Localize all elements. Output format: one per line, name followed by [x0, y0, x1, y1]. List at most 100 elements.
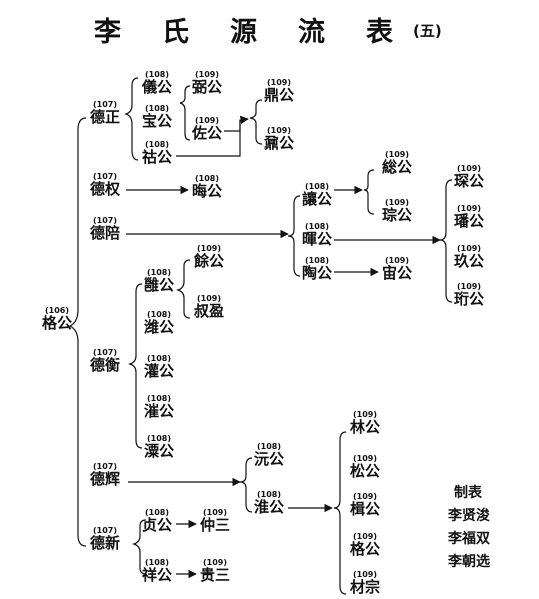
person-name: 格公 [350, 540, 381, 558]
person-name: 総公 [382, 158, 413, 176]
brace-rang-children [363, 169, 375, 215]
person-name: 餘公 [194, 252, 225, 270]
generation-label: (106) [45, 306, 70, 315]
generation-label: (109) [457, 164, 482, 173]
person-name: 淮公 [254, 498, 285, 516]
person-name: 宙公 [382, 264, 413, 282]
person-name: 祥公 [142, 566, 173, 584]
person-node: (108) 祜公 [142, 140, 172, 166]
person-node: (108) 祥公 [142, 558, 172, 584]
generation-label: (109) [457, 204, 482, 213]
person-node: (107) 德正 [90, 100, 120, 126]
generation-label: (108) [145, 104, 170, 113]
person-name: 德陪 [90, 224, 121, 242]
generation-label: (108) [145, 508, 170, 517]
person-name: 潥公 [144, 442, 175, 460]
generation-label: (109) [195, 70, 220, 79]
person-node: (109) 弼公 [192, 70, 222, 96]
person-name: 珩公 [454, 290, 485, 308]
person-node: (108) 雝公 [144, 268, 174, 294]
generation-label: (109) [203, 558, 228, 567]
person-name: 玖公 [454, 252, 485, 270]
person-node: (109) 鼐公 [264, 126, 294, 152]
person-name: 漼公 [144, 402, 175, 420]
brace-dexin-children [132, 519, 147, 575]
person-node: (108) 灌公 [144, 354, 174, 380]
person-node: (108) 陶公 [302, 256, 332, 282]
person-name: 讓公 [302, 190, 333, 208]
person-name: 松公 [350, 462, 381, 480]
person-node: (109) 宙公 [382, 256, 412, 282]
person-node: (109) 総公 [382, 150, 412, 176]
person-node: (108) 暉公 [302, 222, 332, 248]
person-node: (109) 鼎公 [264, 78, 294, 104]
person-name: 潍公 [144, 318, 175, 336]
generation-label: (109) [267, 78, 292, 87]
person-node: (107) 德衡 [90, 348, 120, 374]
person-node: (109) 璠公 [454, 204, 484, 230]
person-node: (109) 仲三 [200, 508, 230, 534]
title-char: 表 [366, 17, 393, 48]
person-node: (109) 佐公 [192, 116, 222, 142]
brace-huai-children [333, 431, 347, 595]
generation-label: (107) [93, 462, 118, 471]
person-name: 林公 [350, 418, 381, 436]
person-node: (107) 德权 [90, 172, 120, 198]
brace-yong-children [176, 259, 191, 319]
brace-hui2-children [439, 179, 453, 303]
person-name: 佐公 [192, 124, 223, 142]
person-name: 鼎公 [264, 86, 295, 104]
person-name: 格公 [42, 314, 73, 332]
generation-label: (109) [385, 198, 410, 207]
person-node: (109) 材宗 [350, 570, 380, 596]
brace-deheng-children [128, 283, 143, 449]
person-name: 璠公 [454, 212, 485, 230]
generation-label: (108) [147, 268, 172, 277]
generation-label: (109) [197, 294, 222, 303]
person-node: (108) 沅公 [254, 442, 284, 468]
title-char: 流 [298, 17, 325, 48]
generation-label: (108) [195, 174, 220, 183]
person-name: 仲三 [200, 516, 231, 534]
generation-label: (108) [257, 442, 282, 451]
person-node: (109) 琛公 [454, 164, 484, 190]
brace-yi-children [179, 85, 191, 141]
generation-label: (109) [195, 116, 220, 125]
credits-name: 李朝选 [448, 554, 490, 570]
title-char: 氏 [162, 17, 189, 48]
person-node: (109) 林公 [350, 410, 380, 436]
person-name: 德辉 [90, 470, 121, 488]
person-name: 贵三 [200, 566, 231, 584]
person-node: (108) 漼公 [144, 394, 174, 420]
credits-name: 李贤浚 [448, 508, 490, 524]
person-name: 叔盈 [194, 302, 225, 320]
generation-label: (108) [305, 256, 330, 265]
person-name: 雝公 [144, 276, 175, 294]
generation-label: (109) [353, 410, 378, 419]
person-node: (109) 玖公 [454, 244, 484, 270]
generation-label: (109) [353, 570, 378, 579]
brace-dezheng-children [124, 77, 139, 161]
person-node: (106) 格公 [42, 306, 72, 332]
title-char: 源 [230, 17, 257, 48]
generation-label: (109) [353, 532, 378, 541]
person-node: (108) 宝公 [142, 104, 172, 130]
person-name: 弼公 [192, 78, 223, 96]
generation-label: (108) [305, 222, 330, 231]
generation-label: (109) [197, 244, 222, 253]
person-name: 德权 [90, 180, 121, 198]
person-name: 德衡 [90, 356, 121, 374]
person-name: 灌公 [144, 362, 175, 380]
person-node: (109) 餘公 [194, 244, 224, 270]
person-node: (109) 松公 [350, 454, 380, 480]
person-name: 陶公 [302, 264, 333, 282]
generation-label: (107) [93, 100, 118, 109]
generation-label: (109) [457, 244, 482, 253]
generation-label: (108) [257, 490, 282, 499]
line-hu [176, 120, 241, 157]
generation-label: (109) [203, 508, 228, 517]
title-suffix: (五) [413, 22, 442, 40]
generation-label: (109) [267, 126, 292, 135]
generation-label: (108) [145, 70, 170, 79]
